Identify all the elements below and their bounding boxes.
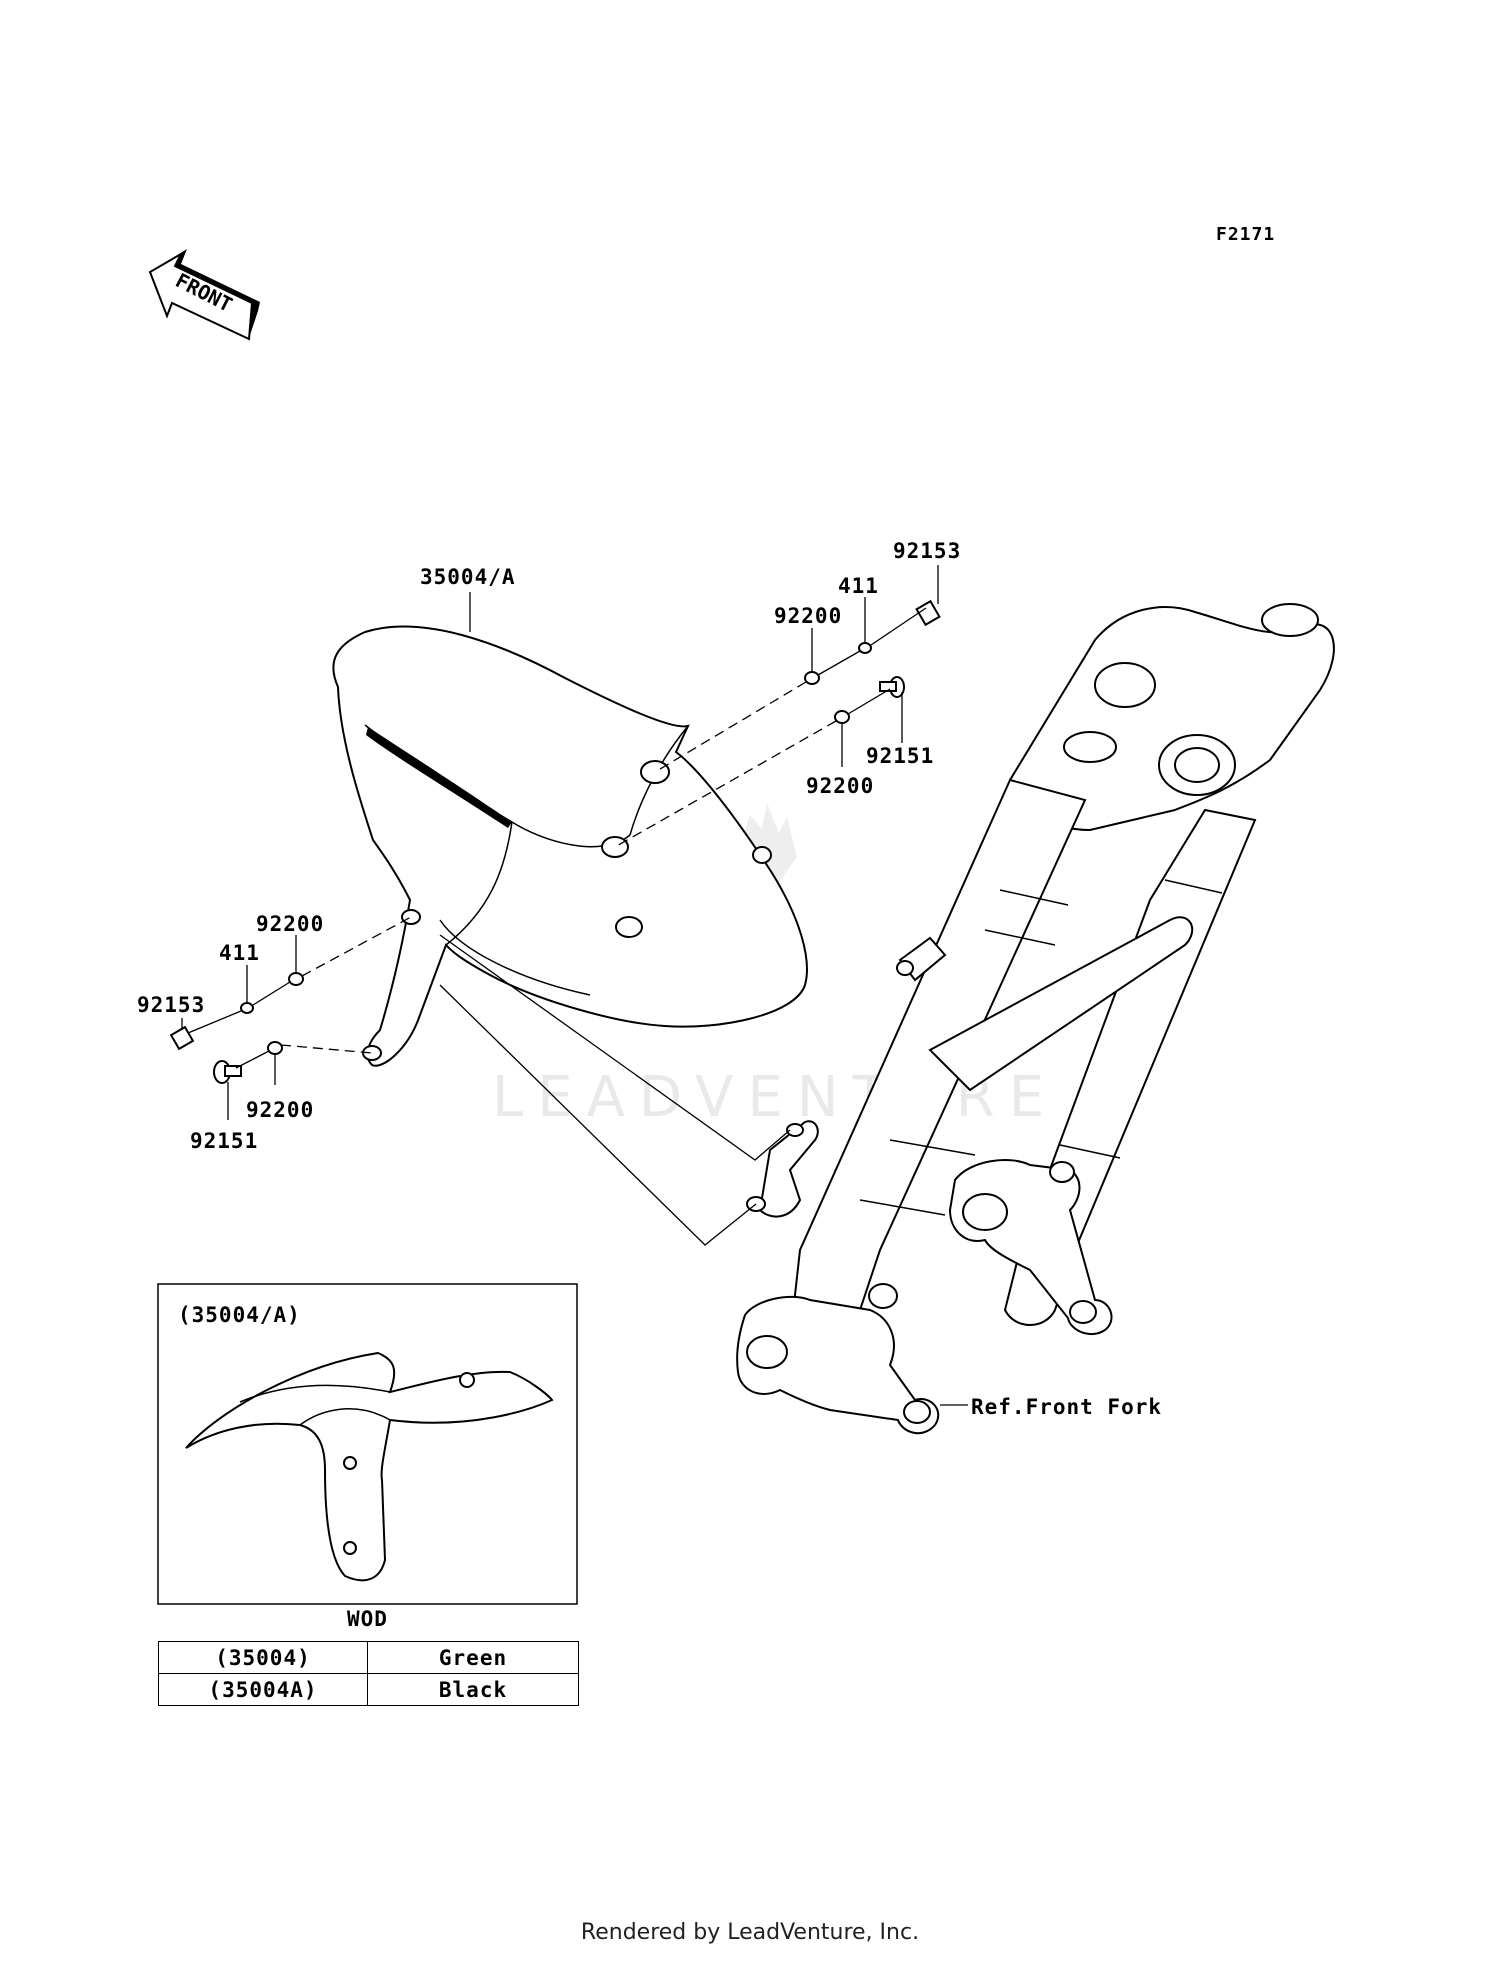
screw-icon xyxy=(213,1060,242,1084)
washer-icon xyxy=(267,1041,283,1055)
label-92200-left-upper: 92200 xyxy=(256,912,324,936)
inset-fender xyxy=(185,1351,554,1582)
front-arrow-icon: FRONT xyxy=(148,249,260,341)
bolt-icon xyxy=(915,599,941,627)
leader-lines xyxy=(181,565,968,1406)
label-92200-top: 92200 xyxy=(774,604,842,628)
label-92200-right: 92200 xyxy=(806,774,874,798)
front-fork xyxy=(736,603,1335,1435)
front-fender xyxy=(332,625,808,1067)
inset-title: (35004/A) xyxy=(178,1303,301,1327)
label-92153-top: 92153 xyxy=(893,539,961,563)
hardware xyxy=(169,599,941,1084)
part-cell: (35004A) xyxy=(158,1673,368,1706)
washer-icon xyxy=(834,710,850,724)
part-cell: (35004) xyxy=(158,1641,368,1674)
label-35004-a: 35004/A xyxy=(420,565,516,589)
color-table: (35004) Green (35004A) Black xyxy=(158,1641,579,1706)
label-92200-left-lower: 92200 xyxy=(246,1098,314,1122)
color-cell: Black xyxy=(367,1673,579,1706)
label-92153-left: 92153 xyxy=(137,993,205,1017)
diagram-code: F2171 xyxy=(1216,224,1275,245)
label-92151-right: 92151 xyxy=(866,744,934,768)
collar-icon xyxy=(240,1002,254,1014)
bolt-icon xyxy=(169,1025,195,1051)
collar-icon xyxy=(858,642,872,654)
table-row: (35004A) Black xyxy=(158,1673,579,1706)
label-ref-front-fork: Ref.Front Fork xyxy=(971,1395,1162,1419)
screw-icon xyxy=(879,676,905,698)
inset-box: (35004/A) WOD xyxy=(157,1283,578,1631)
washer-icon xyxy=(288,972,304,986)
footer-credit: Rendered by LeadVenture, Inc. xyxy=(580,1920,920,1945)
inset-caption: WOD xyxy=(347,1607,388,1631)
label-411-top: 411 xyxy=(838,574,879,598)
table-row: (35004) Green xyxy=(158,1641,579,1674)
label-92151-left: 92151 xyxy=(190,1129,258,1153)
label-411-left: 411 xyxy=(219,941,260,965)
callouts: 35004/A 92153 411 92200 92151 92200 9220… xyxy=(137,539,1162,1419)
washer-icon xyxy=(804,671,820,685)
color-cell: Green xyxy=(367,1641,579,1674)
